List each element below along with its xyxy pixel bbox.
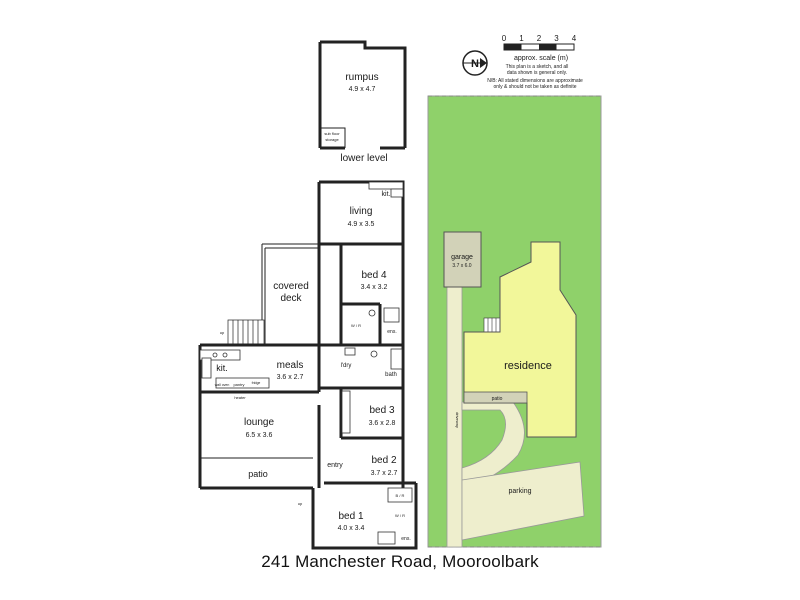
lower-level-label: lower level [340,153,387,164]
main-kitchen-bench [199,349,241,361]
meals-label: meals [277,360,304,371]
lower-level: rumpus 4.9 x 4.7 sub floor storage lower… [318,40,407,164]
covered-deck-label-2: deck [280,293,302,304]
site-garage [443,231,482,288]
bed1-robe [387,487,413,503]
storage-label-1: sub floor [324,131,340,136]
site-driveway-label: driveway [455,412,460,428]
scale-tick-4: 4 [572,34,577,43]
covered-deck-label-1: covered [273,281,309,292]
living-size: 4.9 x 3.5 [348,221,375,228]
meals-size: 3.6 x 2.7 [277,374,304,381]
site-stairs [483,317,501,333]
bed1-wir-label: W / R [395,513,405,518]
bed4-size: 3.4 x 3.2 [361,284,388,291]
property-address: 241 Manchester Road, Mooroolbark [261,552,539,571]
bed4-label: bed 4 [361,270,386,281]
site-parking [461,461,585,541]
bed3-label: bed 3 [369,405,394,416]
lounge-size: 6.5 x 3.6 [246,432,273,439]
scale-note-2: data shown is general only. [507,70,567,76]
storage-label-2: storage [325,137,339,142]
bath-tub [390,348,403,370]
scale-legend: N 0 1 2 3 4 approx. scale (m) This plan … [462,34,583,90]
main-floor: covered deck up kit. living 4.9 x 3.5 be… [198,180,418,550]
rumpus-size: 4.9 x 4.7 [349,86,376,93]
rumpus-label: rumpus [345,72,378,83]
living-kitchen-bench [368,181,404,190]
living-label: living [350,206,373,217]
site-driveway-curve [461,401,525,489]
bed1-br-label: B / R [396,493,405,498]
bed1-walls [311,481,418,550]
scale-note-3: N/B: All stated dimensions are approxima… [487,78,583,84]
heater-label: heater [234,395,246,400]
bed4-wir-label: W / R [351,323,361,328]
ens-upper-shower [383,307,400,323]
bed1-label: bed 1 [338,511,363,522]
north-arrow-icon: N [462,50,488,76]
north-label: N [471,58,479,70]
entry-label: entry [327,462,343,469]
main-body-walls [198,343,405,490]
patio-outline [199,457,313,488]
scale-note-4: only & should not be taken as definite [493,84,576,90]
lounge-label: lounge [244,417,274,428]
patio-up-label: up [298,501,303,506]
site-patio-label: patio [492,396,503,402]
site-parking-label: parking [509,488,532,495]
bed2-label: bed 2 [371,455,396,466]
site-residence-label: residence [504,360,552,372]
site-garage-size: 3.7 x 6.0 [452,263,471,269]
scale-note-1: This plan is a sketch, and all [506,64,569,70]
site-patio [463,391,528,404]
laundry-tub [344,347,356,356]
bath-label: bath [385,372,397,378]
bed3-size: 3.6 x 2.8 [369,420,396,427]
deck-stairs-up-label: up [220,330,225,335]
site-garage-label: garage [451,254,473,261]
scale-tick-1: 1 [519,34,524,43]
scale-tick-2: 2 [537,34,542,43]
ens-upper-label: ens. [387,329,396,335]
patio-label: patio [248,469,268,479]
living-kitchen-label: kit. [382,191,391,198]
covered-deck-outline [261,243,319,345]
laundry-label: l'dry [341,363,352,369]
site-plan: driveway parking garage 3.7 x 6.0 covere… [427,95,602,548]
main-kitchen-label: kit. [216,363,228,373]
bed1-size: 4.0 x 3.4 [338,525,365,532]
wall-oven-label: wall oven [215,383,230,387]
scale-label: approx. scale (m) [514,55,568,62]
ens-lower-label: ens. [401,536,410,542]
scale-tick-0: 0 [502,34,507,43]
fridge-label: fridge [252,381,261,385]
pantry-label: pantry [233,382,244,387]
bed2-size: 3.7 x 2.7 [371,470,398,477]
deck-stairs [227,319,265,345]
scale-tick-3: 3 [554,34,559,43]
